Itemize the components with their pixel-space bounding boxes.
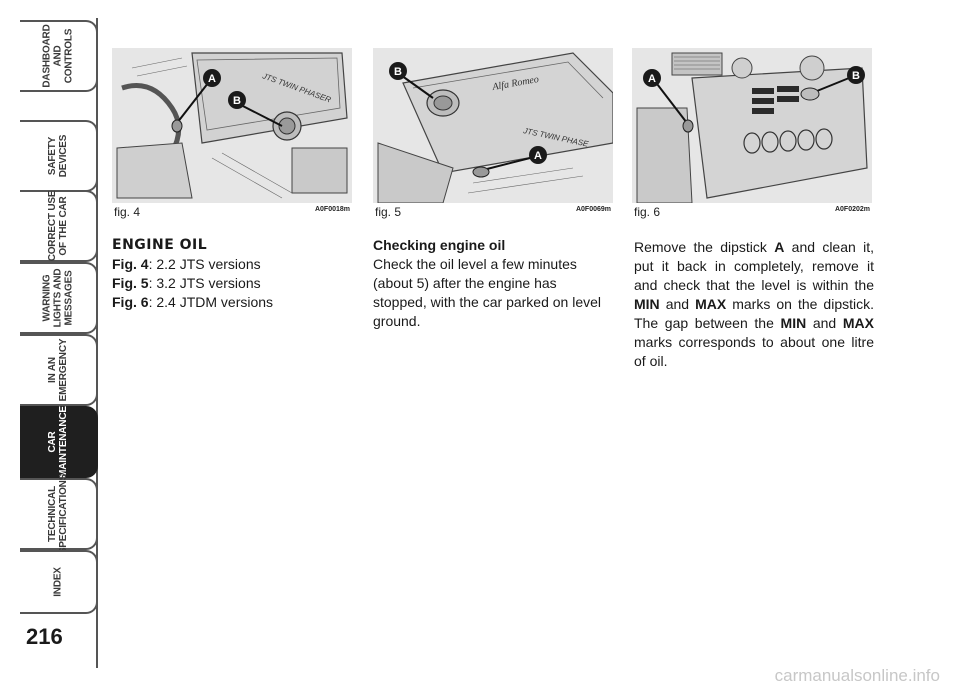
column-dipstick: Remove the dipstick A and clean it, put … [634,238,874,371]
tab-in-an-emergency[interactable]: IN AN EMERGENCY [20,334,98,406]
figure-ref: Fig. 5 [112,275,149,291]
callout-b: B [233,95,241,107]
engine-illustration: JTS TWIN PHASER A B [112,48,352,203]
version-text: : 3.2 JTS versions [148,275,261,291]
max-mark: MAX [842,315,875,331]
page-number: 216 [26,624,63,649]
engine-illustration: A B [632,48,872,203]
version-line: Fig. 4: 2.2 JTS versions [112,255,352,274]
tab-label: IN AN EMERGENCY [47,338,69,402]
figure-4: JTS TWIN PHASER A B fig. 4 A0F0018m [112,48,352,221]
figure-caption: fig. 6 [634,205,661,219]
figure-caption: fig. 4 [114,205,141,219]
min-mark: MIN [634,296,660,312]
tab-label: DASHBOARD AND CONTROLS [41,24,75,88]
callout-ref: A [774,239,785,255]
figure-caption: fig. 5 [375,205,402,219]
tab-car-maintenance[interactable]: CAR MAINTENANCE [20,406,98,478]
figure-ref: Fig. 6 [112,294,149,310]
tab-label: CORRECT USE OF THE CAR [47,190,69,262]
engine-illustration: Alfa Romeo JTS TWIN PHASE B A [373,48,613,203]
figure-code: A0F0069m [575,206,611,213]
max-mark: MAX [695,296,727,312]
text-run: and [659,296,696,312]
version-text: : 2.4 JTDM versions [148,294,274,310]
tab-label: WARNING LIGHTS AND MESSAGES [41,268,75,328]
tab-warning-lights[interactable]: WARNING LIGHTS AND MESSAGES [20,262,98,334]
tab-dashboard-and-controls[interactable]: DASHBOARD AND CONTROLS [20,20,98,92]
version-line: Fig. 5: 3.2 JTS versions [112,274,352,293]
sub-heading: Checking engine oil [373,237,506,253]
watermark: carmanualsonline.info [774,666,940,685]
column-checking-oil: Checking engine oil Check the oil level … [373,236,613,331]
min-mark: MIN [780,315,807,331]
callout-a: A [648,73,656,85]
dipstick-paragraph: Remove the dipstick A and clean it, put … [634,238,874,371]
tab-label: TECHNICAL SPECIFICATIONS [47,473,69,555]
callout-a: A [208,73,216,85]
tab-label: SAFETY DEVICES [47,134,69,178]
figure-5: Alfa Romeo JTS TWIN PHASE B A fig. 5 A0F… [373,48,613,221]
text-run: and clean it, put it back in completely,… [634,239,874,293]
figure-code: A0F0202m [834,206,870,213]
tab-label: INDEX [52,567,64,597]
text-run: and [806,315,843,331]
engine-drawing-2-2-jts: JTS TWIN PHASER A B [112,48,352,203]
tab-correct-use[interactable]: CORRECT USE OF THE CAR [20,190,98,262]
section-heading: ENGINE OIL [112,237,208,253]
chapter-tabs: DASHBOARD AND CONTROLS SAFETY DEVICES CO… [0,0,110,692]
engine-drawing-2-4-jtdm: A B [632,48,872,203]
tab-safety-devices[interactable]: SAFETY DEVICES [20,120,98,192]
version-text: : 2.2 JTS versions [148,256,261,272]
tab-label: CAR MAINTENANCE [47,406,69,478]
engine-drawing-3-2-jts: Alfa Romeo JTS TWIN PHASE B A [373,48,613,203]
figure-ref: Fig. 4 [112,256,149,272]
text-run: Remove the dipstick [634,239,775,255]
body-text: Check the oil level a few minutes (about… [373,256,602,329]
figure-6: A B fig. 6 A0F0202m [632,48,872,221]
figure-code: A0F0018m [314,206,350,213]
tab-index[interactable]: INDEX [20,550,98,614]
version-line: Fig. 6: 2.4 JTDM versions [112,293,352,312]
text-run: marks on the dipstick. The gap between t… [634,296,874,331]
text-run: marks corresponds to about one litre of … [634,334,874,369]
callout-b: B [852,70,860,82]
callout-b: B [394,66,402,78]
column-engine-oil: ENGINE OIL Fig. 4: 2.2 JTS versions Fig.… [112,236,352,312]
tab-technical-specifications[interactable]: TECHNICAL SPECIFICATIONS [20,474,98,554]
callout-a: A [534,150,542,162]
